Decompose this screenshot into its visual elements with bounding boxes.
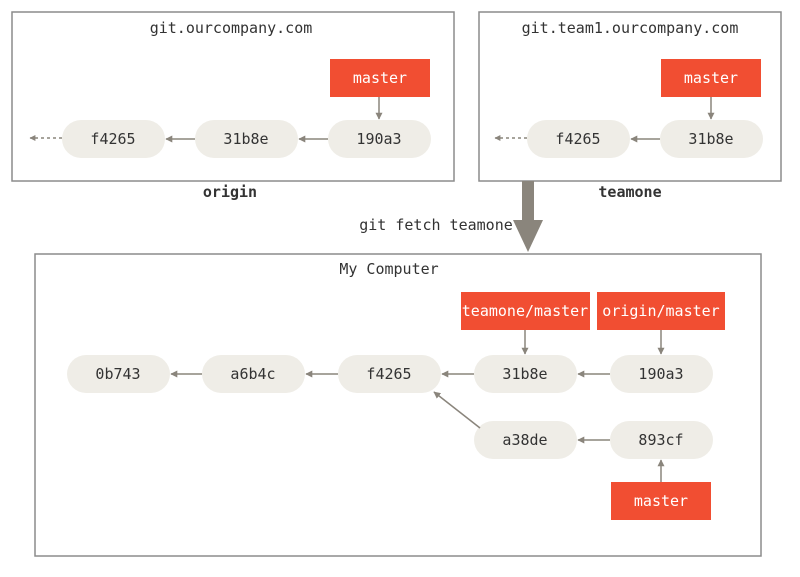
local-repository-title: My Computer <box>339 260 438 278</box>
svg-text:master: master <box>634 492 688 510</box>
teamone-remote-label: teamone <box>598 183 661 201</box>
origin-server-host: git.ourcompany.com <box>150 19 313 37</box>
svg-text:origin/master: origin/master <box>602 302 719 320</box>
local-ref-origin-master: origin/master <box>597 292 725 330</box>
svg-text:31b8e: 31b8e <box>502 365 547 383</box>
local-ref-teamone-master: teamone/master <box>461 292 590 330</box>
svg-text:a6b4c: a6b4c <box>230 365 275 383</box>
local-commit-f4265: f4265 <box>338 355 441 393</box>
local-commit-0b743: 0b743 <box>67 355 170 393</box>
fetch-command: git fetch teamone <box>359 216 513 234</box>
svg-text:0b743: 0b743 <box>95 365 140 383</box>
svg-text:190a3: 190a3 <box>356 130 401 148</box>
fetch-arrow <box>513 181 543 252</box>
teamone-master-ref: master <box>661 59 761 97</box>
local-commit-31b8e: 31b8e <box>474 355 577 393</box>
svg-text:f4265: f4265 <box>555 130 600 148</box>
origin-remote-label: origin <box>203 183 257 201</box>
svg-text:master: master <box>353 69 407 87</box>
svg-text:a38de: a38de <box>502 431 547 449</box>
svg-text:190a3: 190a3 <box>638 365 683 383</box>
teamone-commit-31b8e: 31b8e <box>660 120 763 158</box>
svg-text:f4265: f4265 <box>366 365 411 383</box>
svg-text:31b8e: 31b8e <box>223 130 268 148</box>
local-ref-master: master <box>611 482 711 520</box>
svg-text:teamone/master: teamone/master <box>462 302 588 320</box>
teamone-server-host: git.team1.ourcompany.com <box>522 19 739 37</box>
local-commit-190a3: 190a3 <box>610 355 713 393</box>
svg-text:f4265: f4265 <box>90 130 135 148</box>
origin-commit-190a3: 190a3 <box>328 120 431 158</box>
local-commit-a6b4c: a6b4c <box>202 355 305 393</box>
local-commit-893cf: 893cf <box>610 421 713 459</box>
svg-text:893cf: 893cf <box>638 431 683 449</box>
local-repository: My Computer 0b743 a6b4c f4265 31b8e 190a… <box>34 253 762 557</box>
origin-server: git.ourcompany.com f4265 31b8e 190a3 mas… <box>11 11 455 182</box>
svg-text:31b8e: 31b8e <box>688 130 733 148</box>
teamone-server: git.team1.ourcompany.com f4265 31b8e mas… <box>478 11 782 182</box>
local-commit-a38de: a38de <box>474 421 577 459</box>
svg-text:master: master <box>684 69 738 87</box>
origin-master-ref: master <box>330 59 430 97</box>
origin-commit-31b8e: 31b8e <box>195 120 298 158</box>
local-arrow-a38de-to-f4265 <box>433 391 481 429</box>
origin-commit-f4265: f4265 <box>62 120 165 158</box>
teamone-commit-f4265: f4265 <box>527 120 630 158</box>
